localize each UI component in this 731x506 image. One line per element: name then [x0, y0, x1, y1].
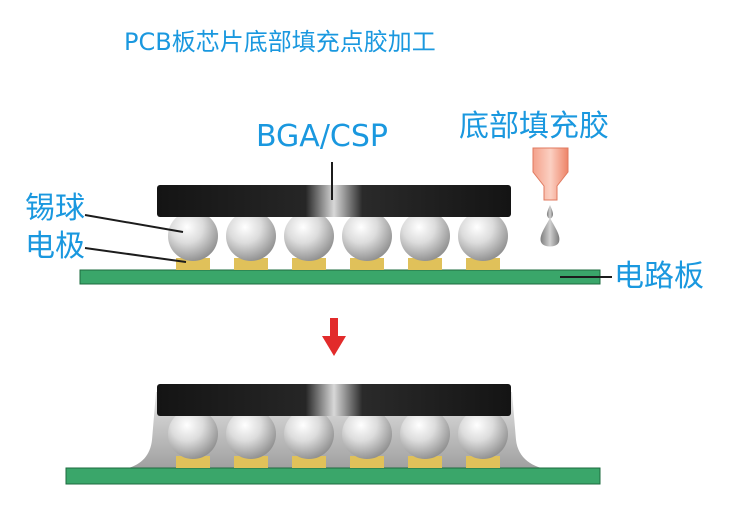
electrode-leader-line	[84, 247, 187, 263]
electrode-pad	[292, 456, 326, 468]
dispensing-nozzle-icon	[532, 147, 569, 201]
solder-ball	[168, 409, 218, 459]
solder-ball	[458, 409, 508, 459]
pcb-board	[79, 269, 601, 285]
electrode-label: 电极	[25, 229, 85, 264]
electrode-pad	[466, 258, 500, 270]
solder-balls	[168, 409, 508, 459]
solder-ball	[226, 211, 276, 261]
solder-ball-label: 锡球	[25, 191, 85, 226]
solder-leader-line	[84, 214, 184, 233]
electrode-pads	[176, 258, 500, 270]
pcb-board	[65, 467, 601, 485]
chip-label: BGA/CSP	[256, 119, 389, 154]
solder-ball	[400, 211, 450, 261]
electrode-pad	[408, 258, 442, 270]
solder-ball	[284, 211, 334, 261]
solder-ball	[284, 409, 334, 459]
bga-chip	[157, 185, 511, 217]
solder-ball	[458, 211, 508, 261]
underfill-label: 底部填充胶	[459, 109, 609, 144]
solder-balls	[168, 211, 508, 261]
electrode-pad	[350, 258, 384, 270]
solder-ball	[342, 211, 392, 261]
glue-droplet-icon	[540, 205, 560, 247]
electrode-pad	[466, 456, 500, 468]
electrode-pad	[234, 456, 268, 468]
solder-ball	[400, 409, 450, 459]
electrode-pad	[408, 456, 442, 468]
electrode-pad	[176, 456, 210, 468]
assembly-after	[65, 384, 601, 485]
electrode-pads	[176, 456, 500, 468]
electrode-pad	[234, 258, 268, 270]
bga-chip	[157, 384, 511, 416]
solder-ball	[168, 211, 218, 261]
pcb-label: 电路板	[614, 259, 704, 294]
arrow-down-icon	[322, 318, 346, 356]
solder-ball	[342, 409, 392, 459]
solder-ball	[226, 409, 276, 459]
electrode-pad	[350, 456, 384, 468]
electrode-pad	[292, 258, 326, 270]
assembly-before	[79, 147, 612, 285]
diagram-title: PCB板芯片底部填充点胶加工	[124, 28, 436, 56]
